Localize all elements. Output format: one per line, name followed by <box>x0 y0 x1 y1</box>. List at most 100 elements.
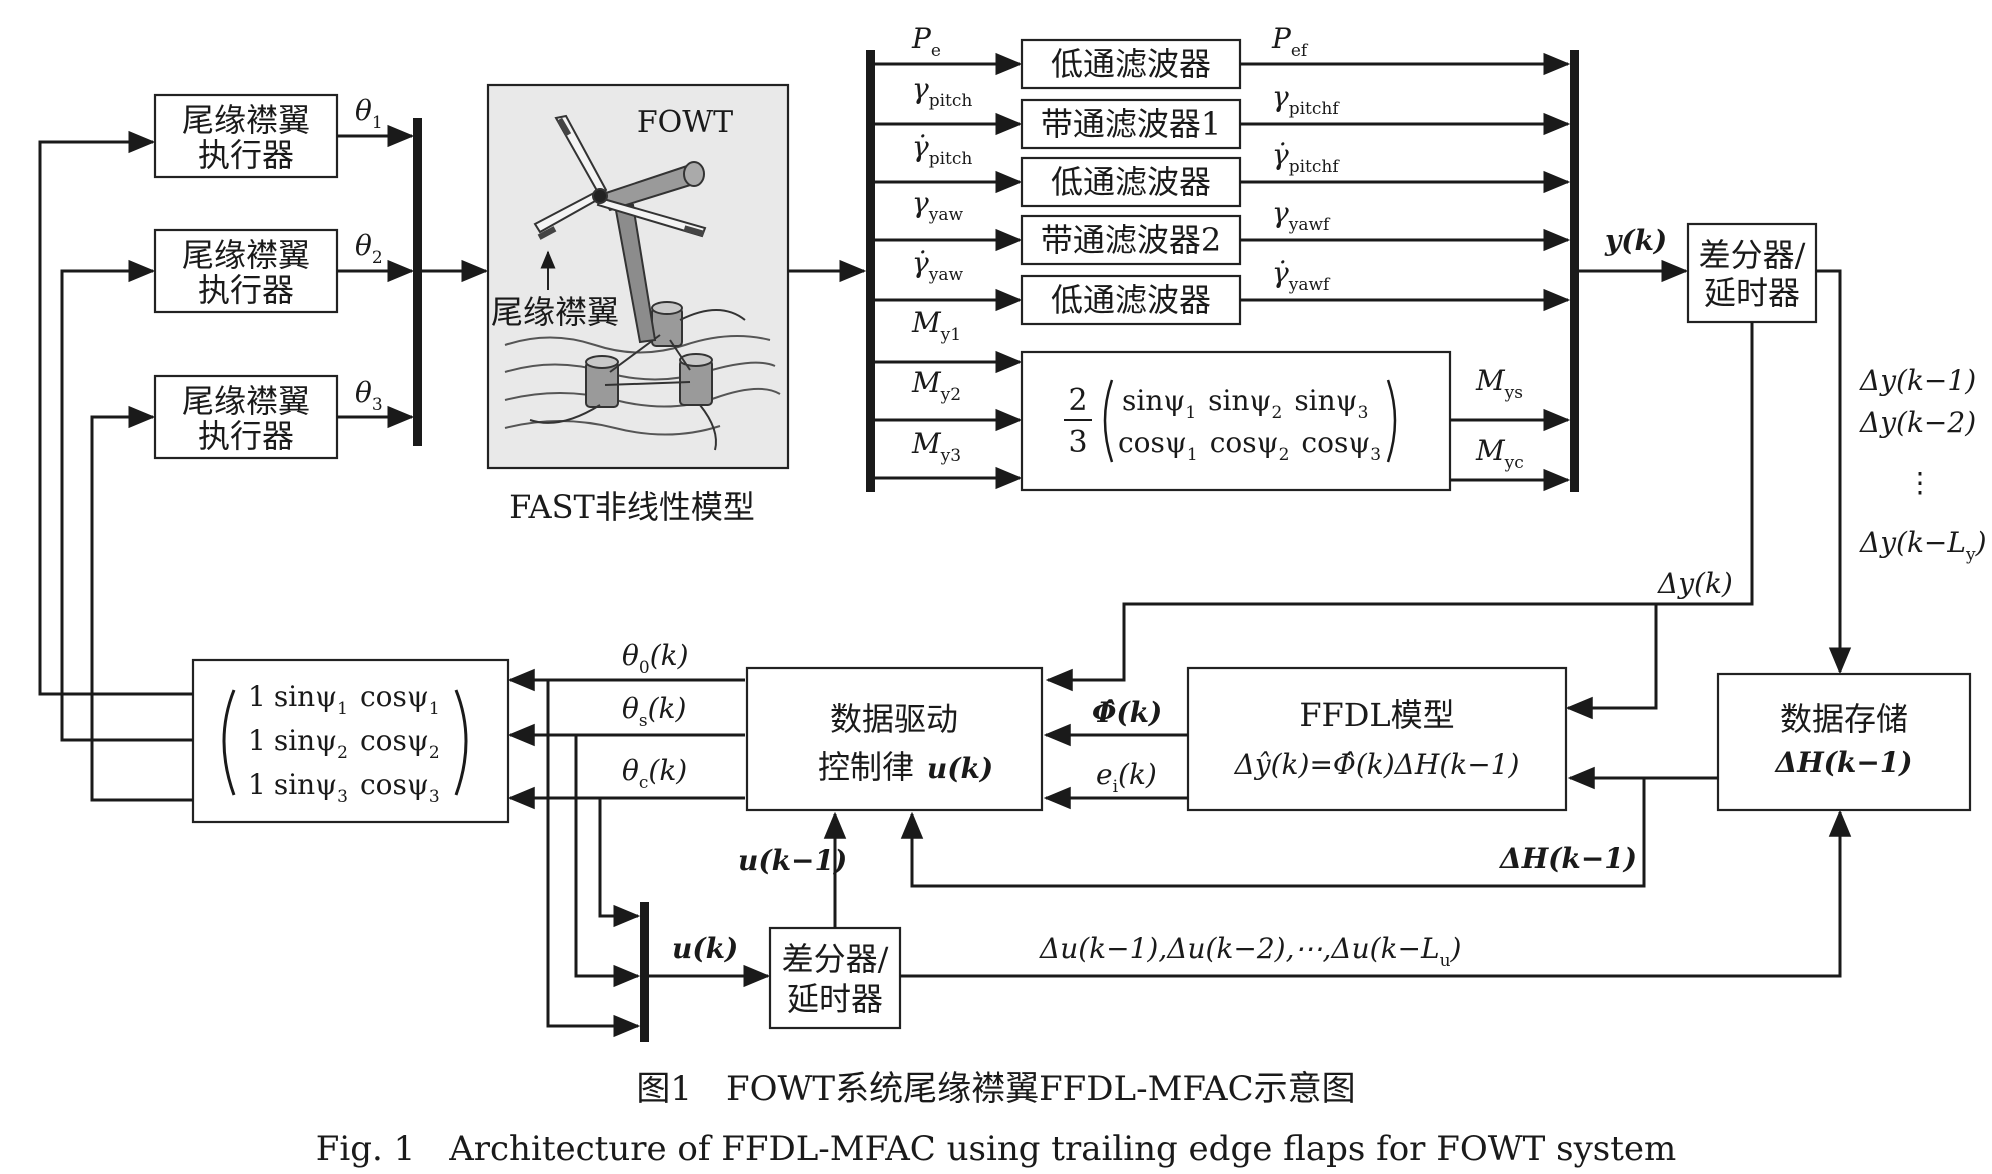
signal-pe: Pe <box>911 22 941 61</box>
svg-text:延时器: 延时器 <box>787 980 883 1018</box>
filtered-yawf-dot: γ̇yawf <box>1272 256 1331 295</box>
svg-text:Δy(k−Ly): Δy(k−Ly) <box>1859 526 1987 565</box>
filter-5 <box>1020 274 1242 326</box>
floating-platform-icon <box>529 301 746 451</box>
thetac-label: θc(k) <box>622 754 687 793</box>
delay-list: Δy(k−1) Δy(k−2) ⋮ Δy(k−Ly) <box>1859 364 1987 565</box>
filtered-labels: Pef γpitchf γ̇pitchf γyawf γ̇yawf <box>1271 22 1340 295</box>
arrow-dy-ffdl <box>1565 604 1658 720</box>
theta-1-label: θ1 <box>355 94 383 133</box>
actuator-bus-bar <box>413 118 422 446</box>
signal-labels: Pe γpitch γ̇pitch γyaw γ̇yaw My1 My2 My3 <box>911 22 972 466</box>
theta0-label: θ0(k) <box>622 639 689 678</box>
theta-2-label: θ2 <box>355 229 383 268</box>
signal-my2: My2 <box>911 366 961 405</box>
ffdl-model-box: FFDL模型 Δŷ(k)=Φ̂(k)ΔH(k−1) <box>1186 666 1568 812</box>
nacelle-icon <box>598 161 705 212</box>
svg-text:控制律: 控制律 <box>818 748 914 786</box>
svg-text:ΔH(k−1): ΔH(k−1) <box>1773 746 1912 779</box>
svg-text:FFDL模型: FFDL模型 <box>1299 696 1454 734</box>
signal-gamma-dot-yaw: γ̇yaw <box>912 246 963 285</box>
filtered-yawf: γyawf <box>1272 196 1331 235</box>
signal-my1: My1 <box>911 306 961 345</box>
caption-cn: 图1 FOWT系统尾缘襟翼FFDL-MFAC示意图 <box>636 1069 1355 1109</box>
rotor-blades-icon <box>533 114 707 238</box>
control-law-box: 数据驱动 控制律 u(k) <box>745 666 1044 812</box>
arrow-feedback-act1 <box>38 130 193 696</box>
fowt-label: FOWT <box>637 105 733 140</box>
actuator-2-line1: 尾缘襟翼 <box>182 236 310 274</box>
filter-2 <box>1020 98 1242 150</box>
u-label: u(k) <box>672 932 738 965</box>
yk-label: y(k) <box>1604 224 1667 257</box>
actuator-3-line1: 尾缘襟翼 <box>182 382 310 420</box>
svg-text:⋮: ⋮ <box>1906 466 1934 499</box>
arrow-feedback-act2 <box>60 259 193 742</box>
filter-2-label: 带通滤波器1 <box>1041 105 1221 143</box>
actuator-1-line1: 尾缘襟翼 <box>182 101 310 139</box>
filtered-pef: Pef <box>1271 22 1309 61</box>
arrow-diff-storage <box>1816 269 1852 675</box>
actuator-1-line2: 执行器 <box>198 136 294 174</box>
arrow-du-storage <box>900 809 1852 978</box>
actuator-2-line2: 执行器 <box>198 271 294 309</box>
filter-1 <box>1020 38 1242 90</box>
filter-boxes: 低通滤波器 带通滤波器1 低通滤波器 带通滤波器2 低通滤波器 <box>1020 38 1242 326</box>
signal-gamma-yaw: γyaw <box>912 186 963 225</box>
arrow-thetac-ubus <box>598 798 641 928</box>
e-label: ei(k) <box>1096 758 1157 797</box>
filter-5-label: 低通滤波器 <box>1051 281 1211 319</box>
signal-my3: My3 <box>911 427 961 466</box>
svg-text:2: 2 <box>1068 383 1087 418</box>
filter-3-label: 低通滤波器 <box>1051 163 1211 201</box>
phi-label: Φ̂(k) <box>1092 696 1162 729</box>
filter-4-label: 带通滤波器2 <box>1041 221 1221 259</box>
dH-label: ΔH(k−1) <box>1498 842 1637 875</box>
flap-label: 尾缘襟翼 <box>491 293 619 331</box>
fast-model-caption: FAST非线性模型 <box>509 488 755 526</box>
fowt-model-box: FOWT <box>486 83 790 470</box>
filtered-pitchf-dot: γ̇pitchf <box>1272 138 1340 177</box>
du-list-label: Δu(k−1),Δu(k−2),⋯,Δu(k−Lu) <box>1039 932 1461 971</box>
dy-label: Δy(k) <box>1657 567 1733 600</box>
thetas-label: θs(k) <box>622 692 686 731</box>
actuator-3-line2: 执行器 <box>198 417 294 455</box>
svg-text:延时器: 延时器 <box>1704 274 1800 312</box>
actuator-1: 尾缘襟翼 执行器 <box>153 93 339 179</box>
filter-1-label: 低通滤波器 <box>1051 45 1211 83</box>
arrow-theta0-ubus <box>546 680 641 1038</box>
svg-text:u(k): u(k) <box>927 752 993 785</box>
diff-delay-top-box: 差分器/ 延时器 <box>1686 222 1818 324</box>
arrow-dy-control <box>1045 322 1754 692</box>
svg-text:数据存储: 数据存储 <box>1780 700 1908 738</box>
uprev-label: u(k−1) <box>738 844 847 877</box>
actuator-2: 尾缘襟翼 执行器 <box>153 228 339 314</box>
diff-delay-bottom-box: 差分器/ 延时器 <box>768 926 902 1030</box>
actuator-3: 尾缘襟翼 执行器 <box>153 374 339 460</box>
caption-en: Fig. 1 Architecture of FFDL-MFAC using t… <box>316 1129 1677 1169</box>
mys-label: Mys <box>1475 364 1523 403</box>
output-bus-bar <box>1570 50 1579 492</box>
myc-label: Myc <box>1475 434 1524 473</box>
theta-3-label: θ3 <box>355 376 383 415</box>
svg-text:差分器/: 差分器/ <box>1699 236 1806 274</box>
svg-text:Δŷ(k)=Φ̂(k)ΔH(k−1): Δŷ(k)=Φ̂(k)ΔH(k−1) <box>1234 748 1520 781</box>
signal-gamma-dot-pitch: γ̇pitch <box>912 130 972 169</box>
u-bus-bar <box>640 902 649 1042</box>
trailing-edge-flap-icon <box>537 117 705 240</box>
svg-text:差分器/: 差分器/ <box>782 940 889 978</box>
arrow-dH-control <box>900 778 1646 888</box>
svg-text:Δy(k−1): Δy(k−1) <box>1859 364 1976 397</box>
signal-gamma-pitch: γpitch <box>912 72 972 111</box>
arrow-thetas-ubus <box>574 735 641 988</box>
svg-text:Δy(k−2): Δy(k−2) <box>1859 406 1976 439</box>
svg-text:数据驱动: 数据驱动 <box>830 700 958 738</box>
filtered-pitchf: γpitchf <box>1272 80 1340 119</box>
